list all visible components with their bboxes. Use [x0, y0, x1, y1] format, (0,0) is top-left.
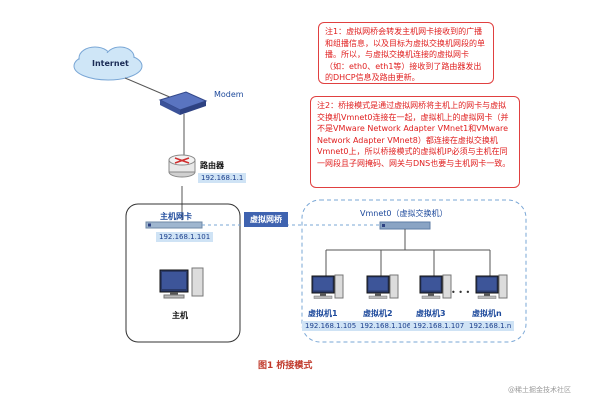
note-1: 注1：虚拟网桥会转发主机网卡接收到的广播和组播信息，以及目标为虚拟交换机网段的单…: [318, 22, 494, 84]
modem-label: Modem: [214, 90, 244, 99]
vm-name: 虚拟机3: [416, 309, 446, 318]
host-nic-icon: [145, 221, 203, 229]
host-label: 主机: [172, 311, 188, 320]
host-boundary: [125, 203, 241, 343]
router-label: 路由器: [200, 161, 224, 170]
internet-label: Internet: [92, 59, 129, 68]
vswitch-vm-links: [325, 229, 491, 276]
vm-computer-icon: [475, 274, 508, 299]
vm-ip: 192.168.1.107: [410, 321, 468, 331]
vm-computer-icon: [311, 274, 344, 299]
vswitch-label: Vmnet0（虚拟交换机）: [360, 209, 448, 218]
internet-cloud-icon: [73, 46, 143, 81]
vm-ip: 192.168.1.105: [302, 321, 360, 331]
ellipsis-dots: • • •: [451, 288, 471, 297]
watermark: @稀土掘金技术社区: [508, 386, 571, 394]
figure-caption: 图1 桥接模式: [258, 361, 313, 371]
host-nic-label: 主机网卡: [160, 212, 192, 221]
vm-name: 虚拟机n: [472, 309, 502, 318]
router-icon: [168, 154, 196, 178]
cloud-modem-link: [124, 77, 173, 99]
modem-icon: [158, 91, 208, 115]
note-2: 注2：桥接模式是通过虚拟网桥将主机上的网卡与虚拟交换机Vmnet0连接在一起，虚…: [310, 96, 520, 188]
host-computer-icon: [159, 267, 204, 299]
vswitch-icon: [379, 221, 431, 230]
vm-ip: 192.168.1.106: [357, 321, 415, 331]
vm-name: 虚拟机1: [308, 309, 338, 318]
vm-computer-icon: [366, 274, 399, 299]
bridge-label: 虚拟网桥: [244, 212, 288, 227]
vm-ip: 192.168.1.n: [466, 321, 515, 331]
virtual-zone: [301, 199, 527, 343]
vm-computer-icon: [419, 274, 452, 299]
vm-computer-icons: [311, 274, 508, 299]
host-nic-ip: 192.168.1.101: [156, 232, 214, 242]
vm-name: 虚拟机2: [363, 309, 393, 318]
router-ip: 192.168.1.1: [198, 173, 247, 183]
